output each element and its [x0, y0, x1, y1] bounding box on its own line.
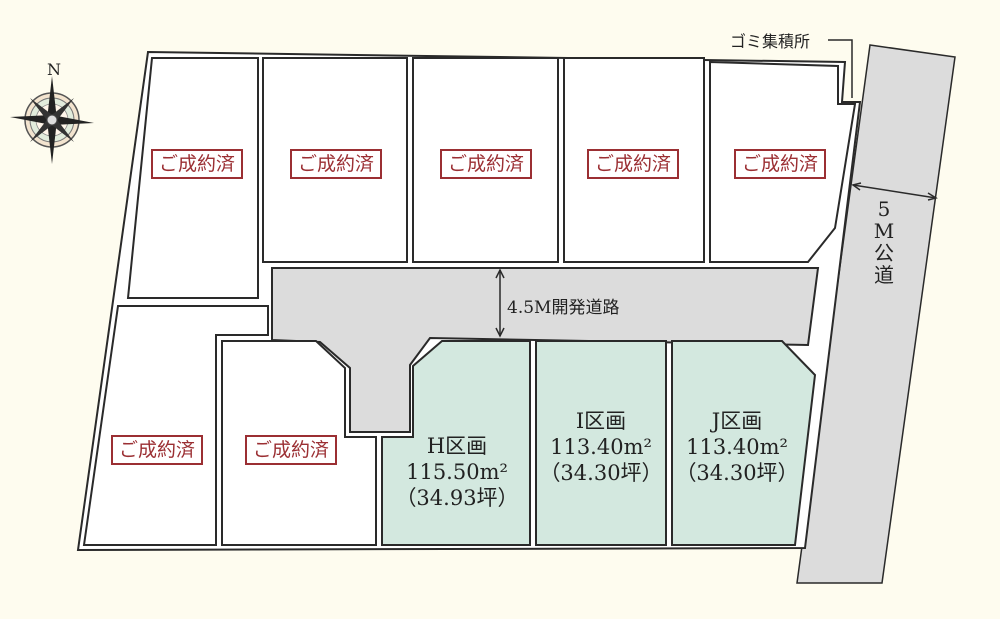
sold-badge: ご成約済 — [151, 149, 244, 179]
lot-h[interactable] — [381, 340, 531, 546]
lot-area-m2: 113.40m² — [550, 435, 652, 459]
lot-j-info[interactable]: J区画 113.40m² （34.30坪） — [672, 408, 802, 486]
sold-badge: ご成約済 — [245, 435, 338, 465]
sold-badge: ご成約済 — [111, 435, 204, 465]
lot-name: H区画 — [426, 434, 488, 458]
lot-i-info[interactable]: I区画 113.40m² （34.30坪） — [536, 408, 666, 486]
compass-north-label: N — [47, 60, 61, 79]
development-road-label: 4.5M開発道路 — [507, 298, 620, 318]
lot-h-info[interactable]: H区画 115.50m² （34.93坪） — [392, 433, 522, 511]
lot-area-m2: 115.50m² — [406, 460, 508, 484]
lot-name: I区画 — [575, 409, 627, 433]
public-road-width-arrow — [851, 182, 938, 201]
compass-rose-icon — [10, 76, 94, 164]
garbage-leader-line — [828, 39, 853, 98]
lot-name: J区画 — [711, 409, 763, 433]
garbage-area-label: ゴミ集積所 — [730, 32, 811, 51]
lot-j[interactable] — [671, 340, 817, 546]
dev-road-width-arrow — [495, 268, 505, 338]
sold-badge: ご成約済 — [587, 149, 680, 179]
lot-sold-f — [82, 305, 269, 546]
lot-area-tsubo: （34.30坪） — [675, 461, 799, 485]
lot-area-tsubo: （34.30坪） — [539, 461, 663, 485]
lot-area-tsubo: （34.93坪） — [395, 486, 519, 510]
public-road-label: 5 M 公 道 — [873, 197, 895, 287]
sold-badge: ご成約済 — [290, 149, 383, 179]
sold-badge: ご成約済 — [440, 149, 533, 179]
lot-area-m2: 113.40m² — [686, 435, 788, 459]
lot-i[interactable] — [535, 340, 667, 546]
sold-badge: ご成約済 — [734, 149, 827, 179]
